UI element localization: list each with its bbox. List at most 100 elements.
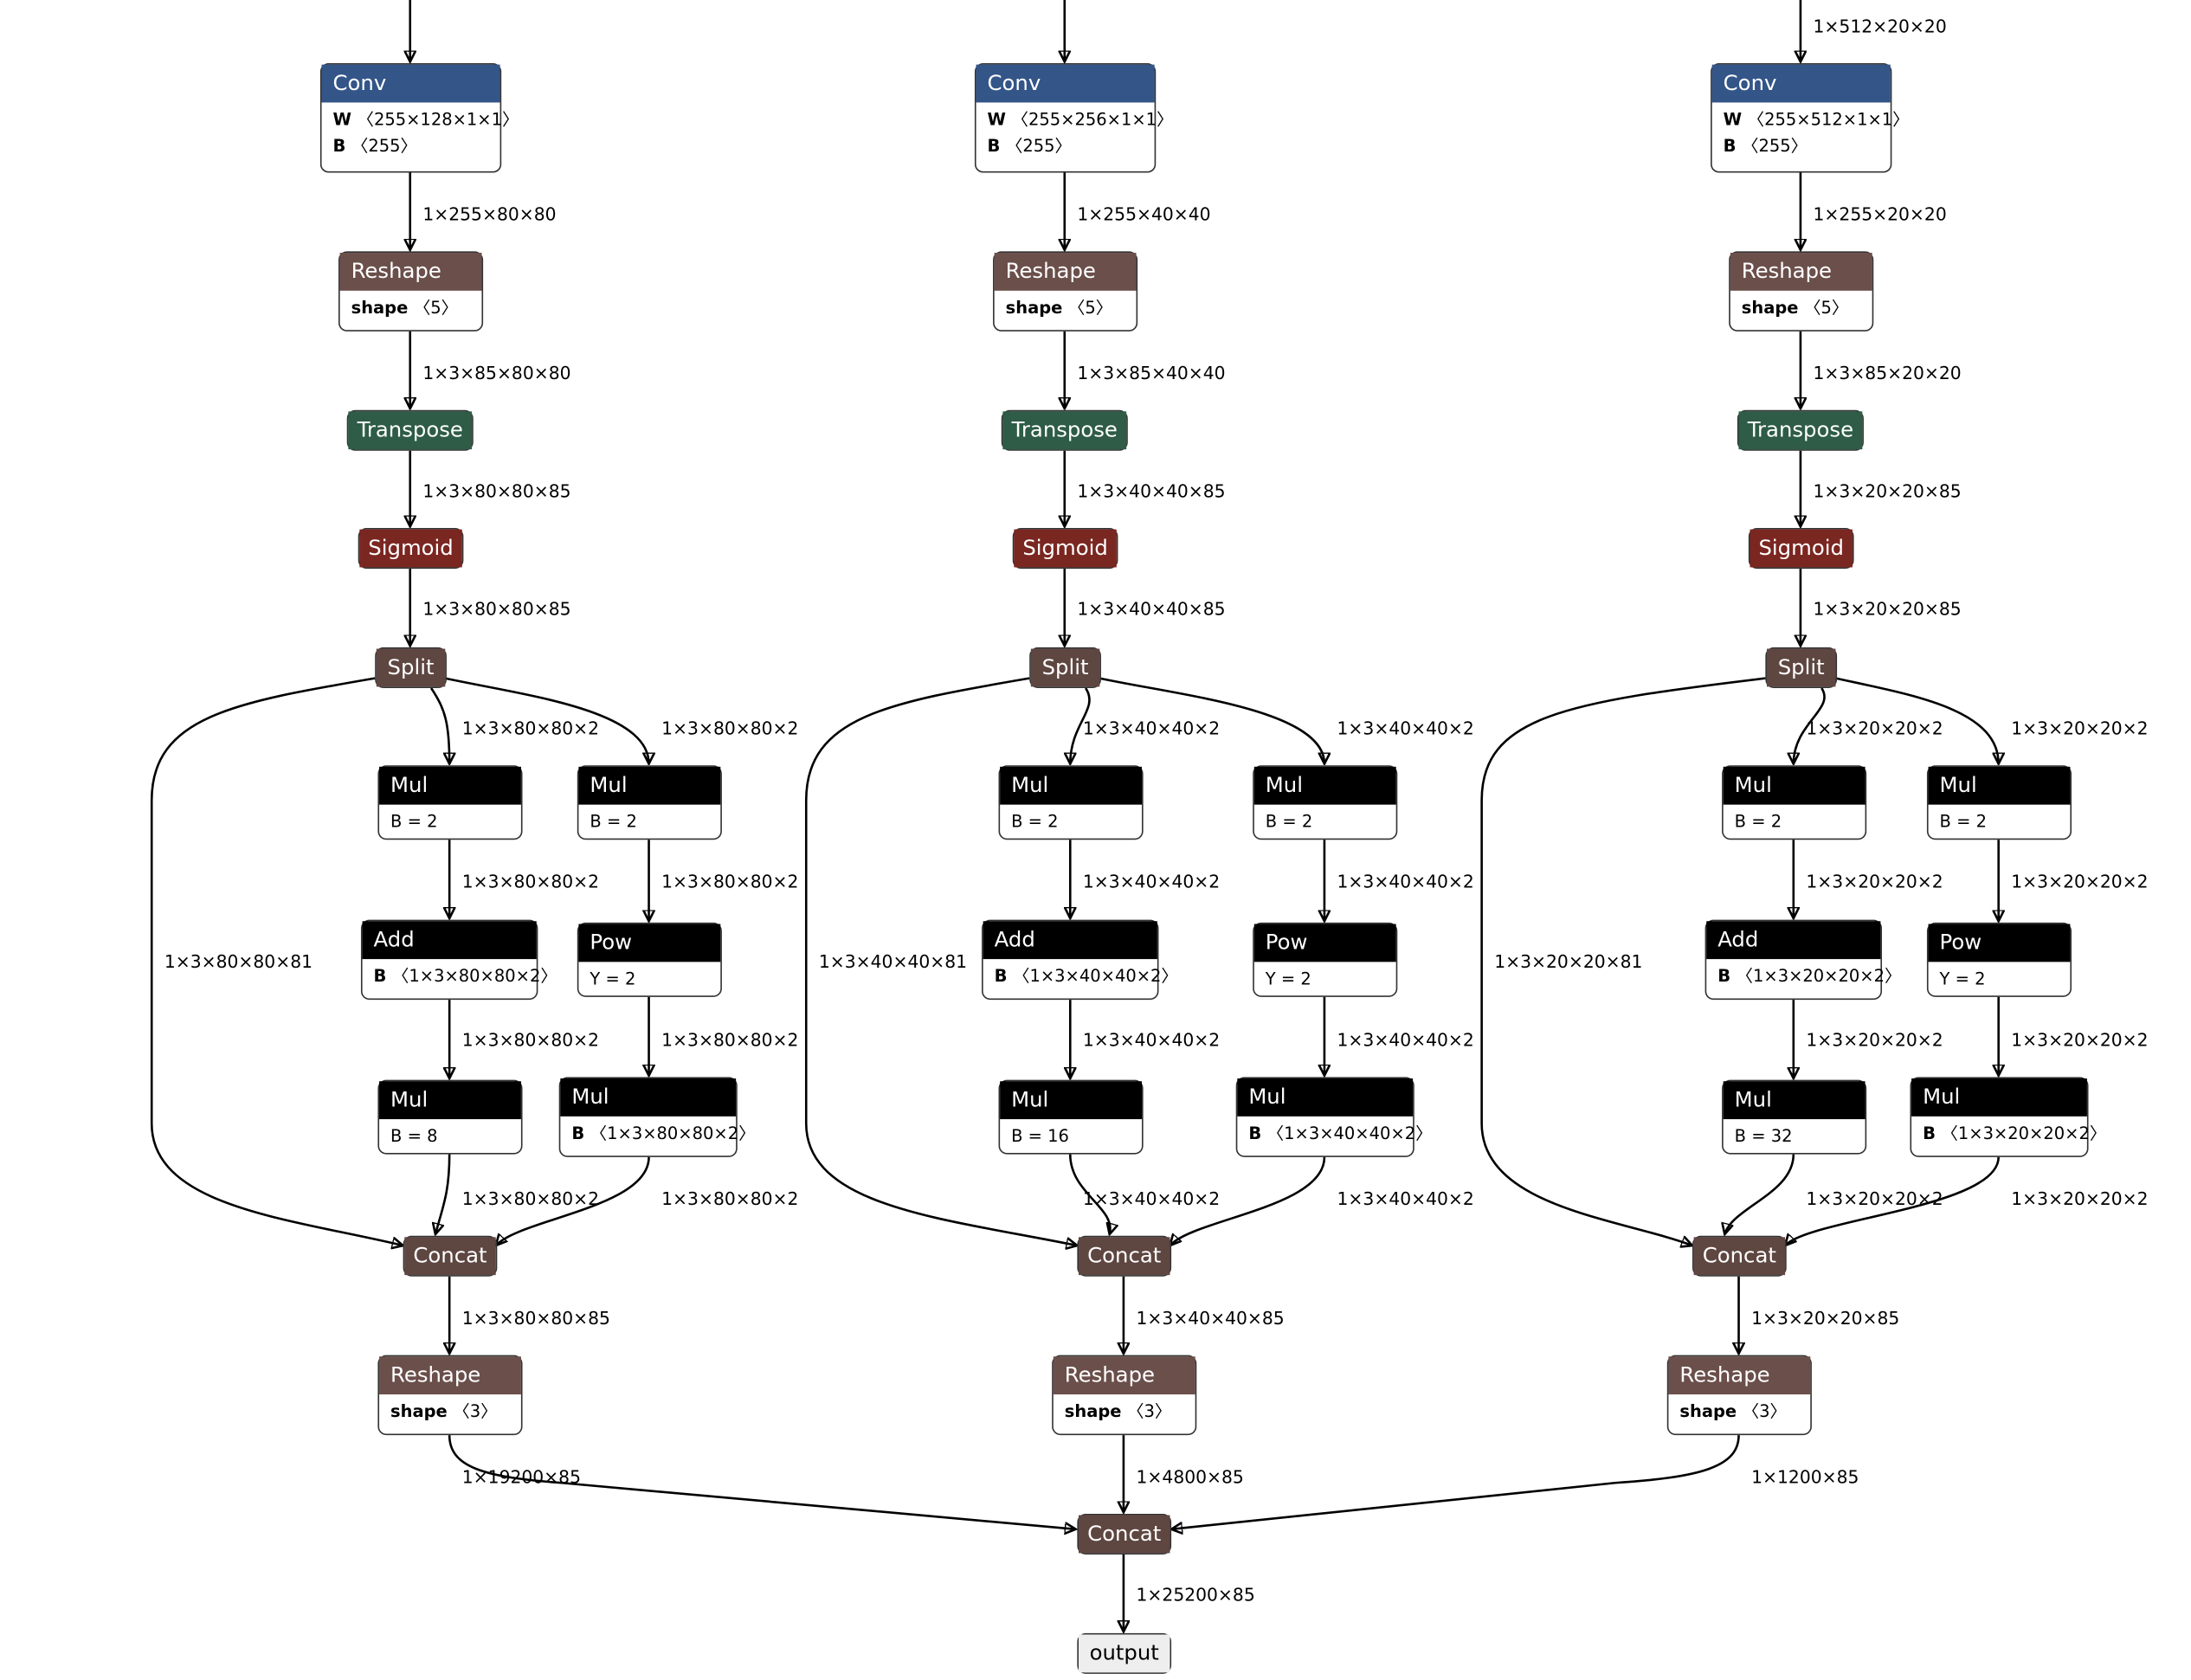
shape-label-sigmoid-b2: 1×3×20×20×85 [1813, 598, 1962, 620]
shape-label-split-c-b2: 1×3×20×20×81 [1494, 950, 1643, 972]
output-node[interactable]: output [1077, 1632, 1172, 1674]
mul-node-4-b0-attr-value: 〈1×3×80×80×2〉 [590, 1123, 756, 1143]
sigmoid-node-b2[interactable]: Sigmoid [1748, 528, 1854, 570]
sigmoid-node-b0[interactable]: Sigmoid [358, 528, 464, 570]
transpose-node-b2[interactable]: Transpose [1737, 409, 1864, 451]
shape-label-add-b0: 1×3×80×80×2 [461, 1029, 600, 1051]
conv-node-b1-attr-row: B〈255〉 [988, 133, 1144, 160]
concat-node-b2-title: Concat [1693, 1237, 1786, 1276]
edge-mul4-concat-b1 [1170, 1156, 1326, 1246]
mul-node-4-b1-attr-value: 〈1×3×40×40×2〉 [1266, 1123, 1433, 1143]
pow-node-b2-attr-value: Y = 2 [1939, 969, 1986, 989]
pow-node-b2-attr-row: Y = 2 [1940, 966, 2059, 993]
pow-node-b1-attributes: Y = 2 [1254, 962, 1396, 998]
edge-split-mul1-b2 [1794, 687, 1826, 764]
add-node-b2-attr-key: B [1717, 966, 1731, 986]
mul-node-1-b0-title: Mul [379, 766, 521, 805]
reshape-node-b0-attr-value: 〈5〉 [413, 297, 459, 318]
mul-node-4-b2-attr-key: B [1923, 1123, 1936, 1143]
mul-node-1-b2-attr-row: B = 2 [1735, 809, 1854, 836]
conv-node-b1-attr-key: W [987, 109, 1007, 130]
reshape-node-2-b1-attr-key: shape [1064, 1401, 1122, 1421]
split-node-b2[interactable]: Split [1765, 647, 1838, 688]
mul-node-1-b0-attributes: B = 2 [379, 805, 521, 841]
edge-split-concat-b0 [150, 677, 403, 1246]
reshape-node-b1-attr-key: shape [1005, 297, 1063, 318]
conv-node-b0-attr-row: B〈255〉 [333, 133, 489, 160]
conv-node-b2-attributes: W〈255×512×1×1〉B〈255〉 [1712, 102, 1910, 165]
shape-label-reshape-b1: 1×3×85×40×40 [1077, 362, 1226, 383]
add-node-b0-attr-key: B [373, 966, 387, 986]
reshape-node-2-b0-title: Reshape [379, 1356, 521, 1395]
reshape-node-b1-attr-row: shape〈5〉 [1006, 295, 1125, 322]
shape-label-split-b-b0: 1×3×80×80×2 [661, 718, 799, 739]
mul-node-3-b1-attr-value: B = 2 [1265, 811, 1313, 832]
mul-node-3-b0-attr-row: B = 2 [590, 809, 709, 836]
conv-node-b0-attr-value: 〈255×128×1×1〉 [357, 109, 519, 130]
mul-node-2-b0-attr-value: B = 8 [390, 1126, 438, 1146]
add-node-b2-title: Add [1706, 921, 1881, 960]
edge-split-mul3-b1 [1099, 677, 1324, 764]
split-node-b1[interactable]: Split [1029, 647, 1101, 688]
mul-node-2-b1-attr-value: B = 16 [1011, 1126, 1069, 1146]
mul-node-1-b2-attr-value: B = 2 [1734, 811, 1782, 832]
mul-node-4-b0-attr-key: B [571, 1123, 585, 1143]
reshape-node-b2-attr-key: shape [1741, 297, 1799, 318]
concat-node-b2[interactable]: Concat [1692, 1235, 1787, 1277]
reshape-node-2-b1-attributes: shape〈3〉 [1054, 1394, 1195, 1431]
final-concat-node[interactable]: Concat [1077, 1513, 1172, 1554]
sigmoid-node-b1[interactable]: Sigmoid [1012, 528, 1118, 570]
pow-node-b0-attributes: Y = 2 [578, 962, 720, 998]
split-node-b0[interactable]: Split [375, 647, 447, 688]
mul-node-2-b0-attributes: B = 8 [379, 1119, 521, 1155]
shape-label-pow-b0: 1×3×80×80×2 [661, 1029, 799, 1051]
mul-node-2-b0-title: Mul [379, 1081, 521, 1120]
conv-node-b0-attr-value: 〈255〉 [351, 136, 417, 157]
mul-node-3-b0-attr-value: B = 2 [590, 811, 637, 832]
conv-node-b2-attr-value: 〈255〉 [1742, 136, 1808, 157]
conv-node-b1-attr-value: 〈255〉 [1005, 136, 1072, 157]
mul-node-1-b2-attributes: B = 2 [1724, 805, 1866, 841]
concat-node-b1[interactable]: Concat [1077, 1235, 1172, 1277]
edge-mul4-concat-b2 [1785, 1156, 2000, 1246]
concat-node-b0[interactable]: Concat [403, 1235, 498, 1277]
conv-node-b2-attr-value: 〈255×512×1×1〉 [1747, 109, 1910, 130]
transpose-node-b0[interactable]: Transpose [346, 409, 474, 451]
shape-label-final-concat: 1×25200×85 [1136, 1584, 1255, 1606]
transpose-node-b1[interactable]: Transpose [1001, 409, 1128, 451]
shape-label-concat-b0: 1×3×80×80×85 [461, 1307, 610, 1329]
mul-node-2-b0[interactable]: Mul B = 8 [377, 1079, 523, 1155]
add-node-b1-attributes: B〈1×3×40×40×2〉 [983, 959, 1178, 995]
edge-mul2-concat-b2 [1724, 1154, 1795, 1234]
conv-node-b2-attr-row: W〈255×512×1×1〉 [1724, 106, 1910, 133]
mul-node-2-b2-attributes: B = 32 [1724, 1119, 1866, 1155]
